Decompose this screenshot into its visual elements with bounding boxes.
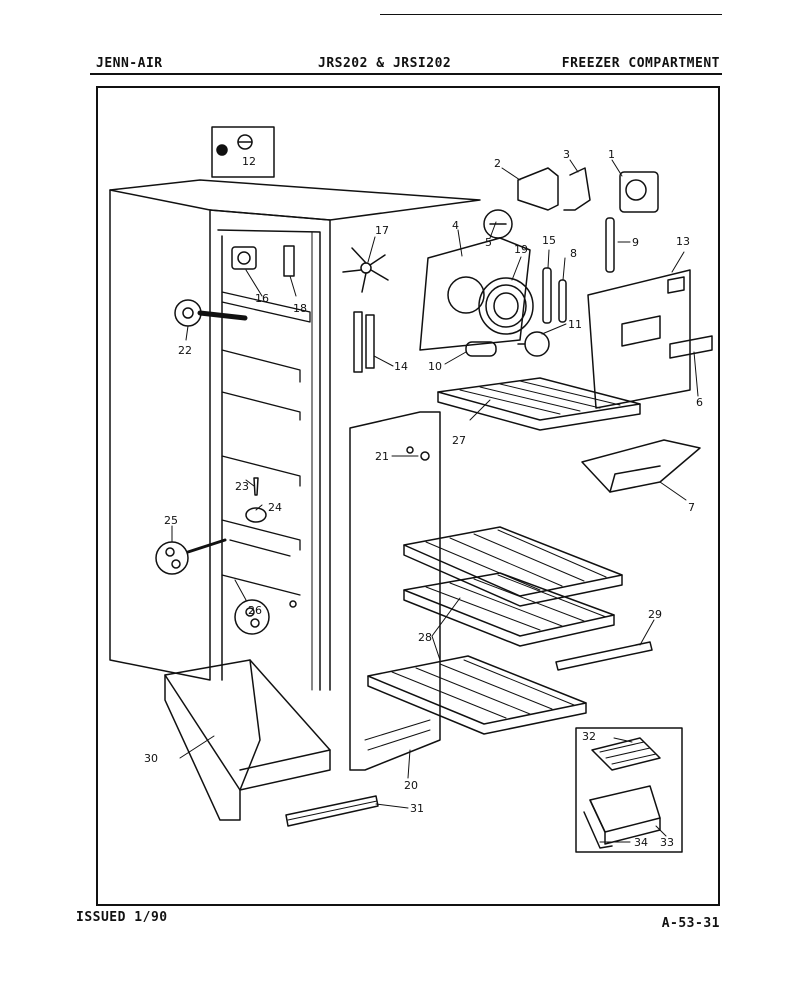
part-label-33: 33 <box>660 836 674 849</box>
part-label-6: 6 <box>696 396 703 409</box>
top-shelf-27 <box>437 377 641 431</box>
section-title: FREEZER COMPARTMENT <box>561 56 720 71</box>
issued-date: ISSUED 1/90 <box>76 910 168 925</box>
screws-23-24 <box>245 477 267 523</box>
part-label-23: 23 <box>235 480 249 493</box>
tubes-15-8 <box>542 267 567 324</box>
part-25-circle <box>155 538 227 575</box>
part-label-2: 2 <box>494 157 501 170</box>
part-number-labels: 1 2 3 4 5 6 7 8 9 10 11 12 13 14 15 16 1… <box>144 148 703 849</box>
part-label-3: 3 <box>563 148 570 161</box>
part-label-14: 14 <box>394 360 408 373</box>
part-label-22: 22 <box>178 344 192 357</box>
brand-label: JENN-AIR <box>96 56 163 71</box>
crisper-bin-30 <box>164 659 331 821</box>
part-label-31: 31 <box>410 802 424 815</box>
part-label-26: 26 <box>248 604 262 617</box>
trim-strip-31 <box>285 795 379 827</box>
rod-9 <box>605 217 615 273</box>
part-label-4: 4 <box>452 219 459 232</box>
part-label-15: 15 <box>542 234 556 247</box>
light-bulbs <box>465 331 550 357</box>
model-label: JRS202 & JRSI202 <box>318 56 452 71</box>
page-code: A-53-31 <box>661 916 720 931</box>
part-label-1: 1 <box>608 148 615 161</box>
trim-strip-29 <box>555 641 653 671</box>
housings-1-2-3 <box>517 167 659 213</box>
part-label-16: 16 <box>255 292 269 305</box>
part-label-30: 30 <box>144 752 158 765</box>
part-label-27: 27 <box>452 434 466 447</box>
part-label-32: 32 <box>582 730 596 743</box>
diagram-frame <box>96 86 720 906</box>
top-edge-rule <box>380 14 722 15</box>
part-label-20: 20 <box>404 779 418 792</box>
thermostat-control <box>231 245 295 277</box>
part-label-21: 21 <box>375 450 389 463</box>
ice-tray-inset <box>575 727 683 853</box>
part-label-10: 10 <box>428 360 442 373</box>
part-label-13: 13 <box>676 235 690 248</box>
leader-lines <box>171 159 699 843</box>
control-panel-13 <box>587 269 713 409</box>
part-label-17: 17 <box>375 224 389 237</box>
part-label-11: 11 <box>568 318 582 331</box>
part-label-8: 8 <box>570 247 577 260</box>
part-5-round <box>483 209 513 239</box>
drawer-7 <box>581 439 701 493</box>
refrigerator-cabinet <box>109 179 481 691</box>
fan-grill-19 <box>478 277 534 335</box>
part-12-assembly <box>211 126 275 178</box>
part-label-28: 28 <box>418 631 432 644</box>
part-label-18: 18 <box>293 302 307 315</box>
bracket-14 <box>353 311 375 373</box>
part-label-25: 25 <box>164 514 178 527</box>
header-rule <box>90 73 722 75</box>
part-label-24: 24 <box>268 501 282 514</box>
part-label-9: 9 <box>632 236 639 249</box>
part-label-19: 19 <box>514 243 528 256</box>
door-shelves <box>221 291 311 596</box>
part-label-7: 7 <box>688 501 695 514</box>
wire-shelves-28 <box>367 526 623 735</box>
fan-blade-17 <box>342 247 389 293</box>
part-label-12: 12 <box>242 155 256 168</box>
part-label-34: 34 <box>634 836 648 849</box>
evaporator-cover-4 <box>419 237 531 351</box>
part-label-29: 29 <box>648 608 662 621</box>
part-label-5: 5 <box>485 236 492 249</box>
liner-panel-20 <box>349 411 441 771</box>
part-26-circle <box>234 599 297 635</box>
